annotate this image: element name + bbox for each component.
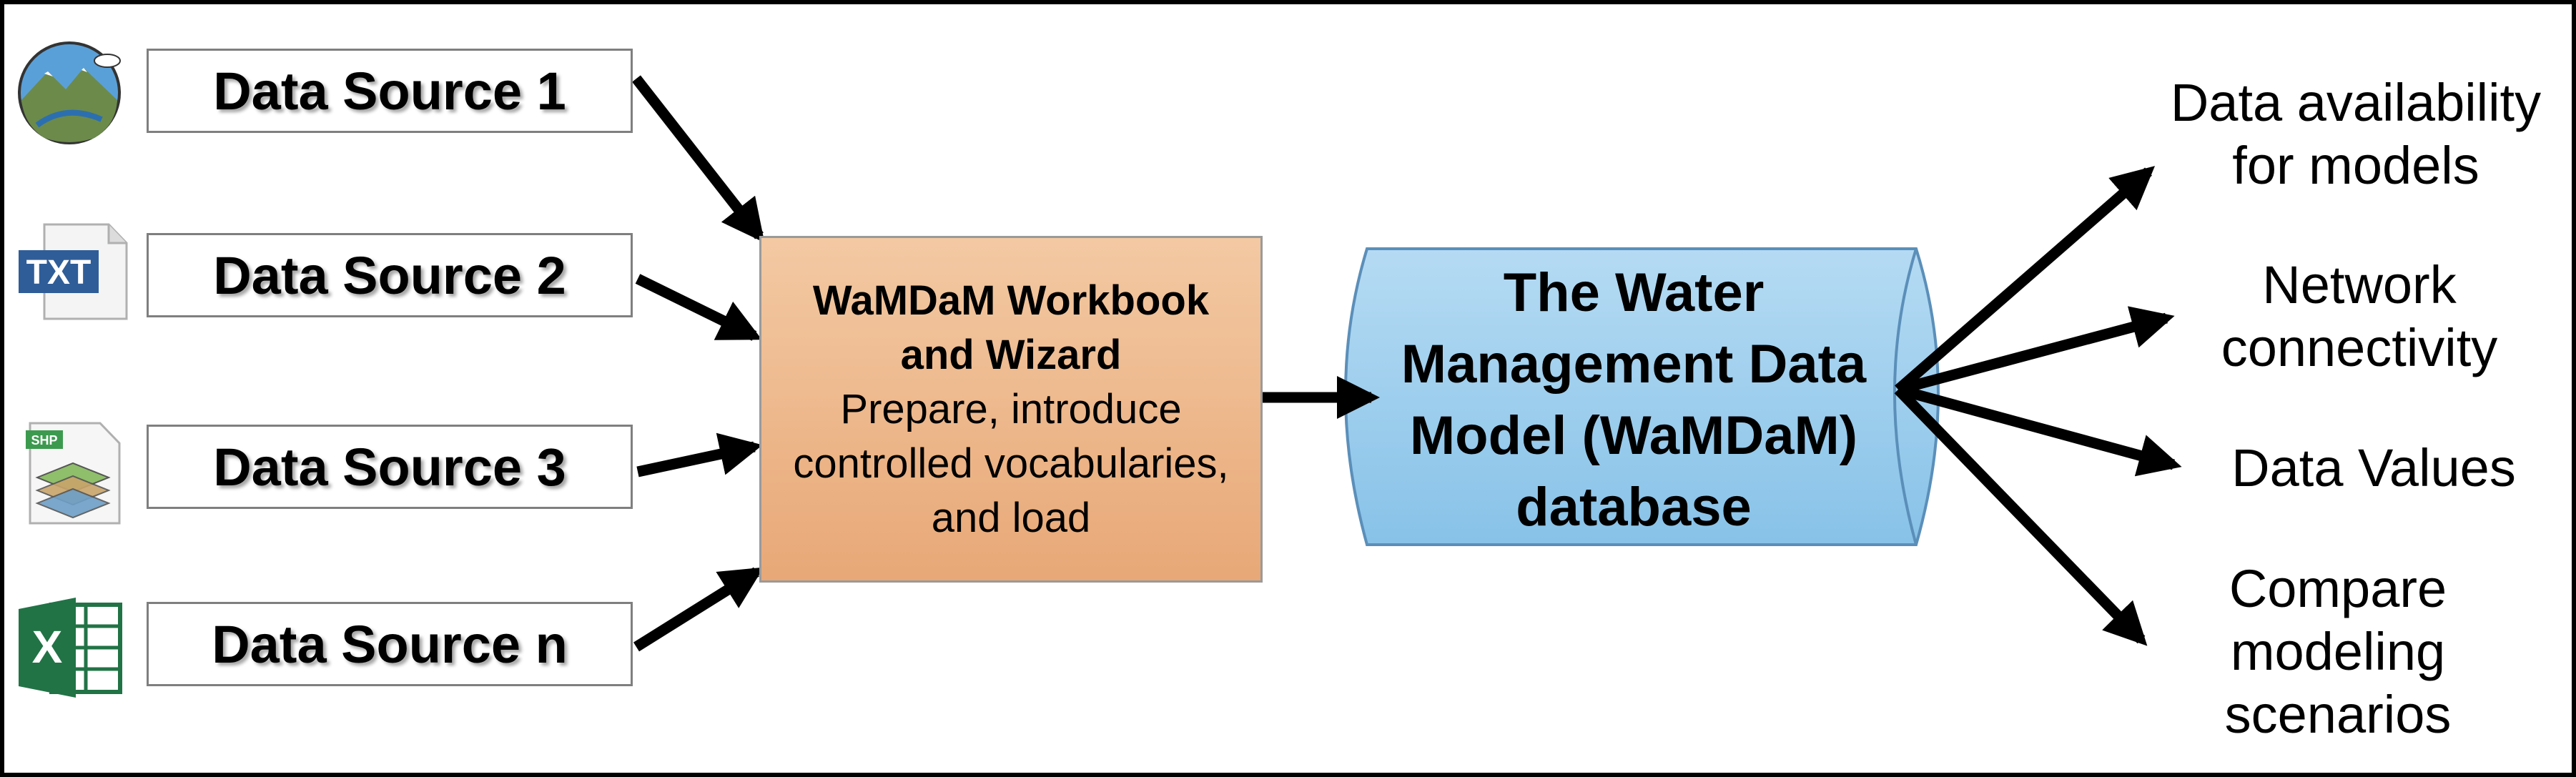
txt-file-icon: TXT bbox=[16, 222, 130, 325]
data-source-n-label: Data Source n bbox=[212, 614, 568, 674]
shapefile-icon: SHP bbox=[16, 420, 123, 530]
wizard-title: WaMDaM Workbook and Wizard bbox=[812, 277, 1210, 378]
arrow-output-scenarios bbox=[1894, 385, 2148, 646]
wizard-description: Prepare, introduce controlled vocabulari… bbox=[793, 385, 1229, 541]
data-source-1-label: Data Source 1 bbox=[213, 61, 566, 121]
arrow-source-1 bbox=[632, 75, 765, 243]
data-source-2-label: Data Source 2 bbox=[213, 245, 566, 305]
excel-icon: X bbox=[16, 595, 123, 704]
output-network-connectivity: Network connectivity bbox=[2221, 255, 2498, 377]
arrow-output-values bbox=[1897, 384, 2182, 477]
data-source-3-box: Data Source 3 bbox=[147, 425, 633, 509]
shp-icon-label: SHP bbox=[31, 433, 57, 447]
data-source-n-box: Data Source n bbox=[147, 602, 633, 686]
data-source-1-box: Data Source 1 bbox=[147, 49, 633, 133]
output-data-values: Data Values bbox=[2231, 438, 2516, 498]
landscape-globe-icon bbox=[16, 39, 123, 150]
arrow-source-3 bbox=[636, 432, 763, 477]
database-cylinder bbox=[1344, 247, 1940, 546]
arrow-source-2 bbox=[635, 274, 762, 341]
txt-icon-label: TXT bbox=[26, 254, 92, 292]
data-source-2-box: Data Source 2 bbox=[147, 233, 633, 317]
wamdam-wizard-box: WaMDaM Workbook and Wizard Prepare, intr… bbox=[759, 236, 1263, 583]
arrow-output-connectivity bbox=[1897, 306, 2175, 395]
arrow-source-n bbox=[633, 567, 764, 652]
excel-icon-label: X bbox=[32, 621, 63, 673]
output-data-availability: Data availability for models bbox=[2170, 73, 2542, 195]
arrow-output-availability bbox=[1895, 166, 2156, 394]
data-source-3-label: Data Source 3 bbox=[213, 437, 566, 497]
database-label: The Water Management Data Model (WaMDaM)… bbox=[1401, 262, 1867, 538]
output-compare-scenarios: Compare modeling scenarios bbox=[2224, 559, 2452, 744]
